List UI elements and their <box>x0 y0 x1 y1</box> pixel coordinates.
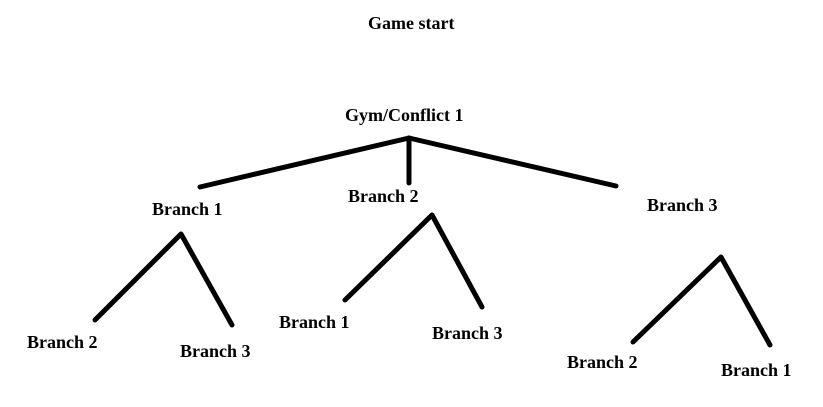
node-branch3: Branch 3 <box>647 195 718 215</box>
diagram-title: Game start <box>368 13 455 33</box>
node-branch2-child1: Branch 1 <box>279 312 350 332</box>
node-branch2-child2: Branch 3 <box>432 323 503 343</box>
node-root: Gym/Conflict 1 <box>345 105 464 125</box>
edge-root-to-branch1 <box>197 135 412 190</box>
node-branch2: Branch 2 <box>348 186 419 206</box>
edges-branch2-children <box>342 212 485 310</box>
node-branch1-child1: Branch 2 <box>27 332 98 352</box>
node-branch1-child2: Branch 3 <box>180 341 251 361</box>
node-branch1: Branch 1 <box>152 199 223 219</box>
node-branch3-child2: Branch 1 <box>721 360 792 380</box>
edges-branch3-children <box>630 254 773 348</box>
edge-root-to-branch3 <box>406 135 619 189</box>
node-branch3-child1: Branch 2 <box>567 352 638 372</box>
edges-branch1-children <box>92 231 235 328</box>
